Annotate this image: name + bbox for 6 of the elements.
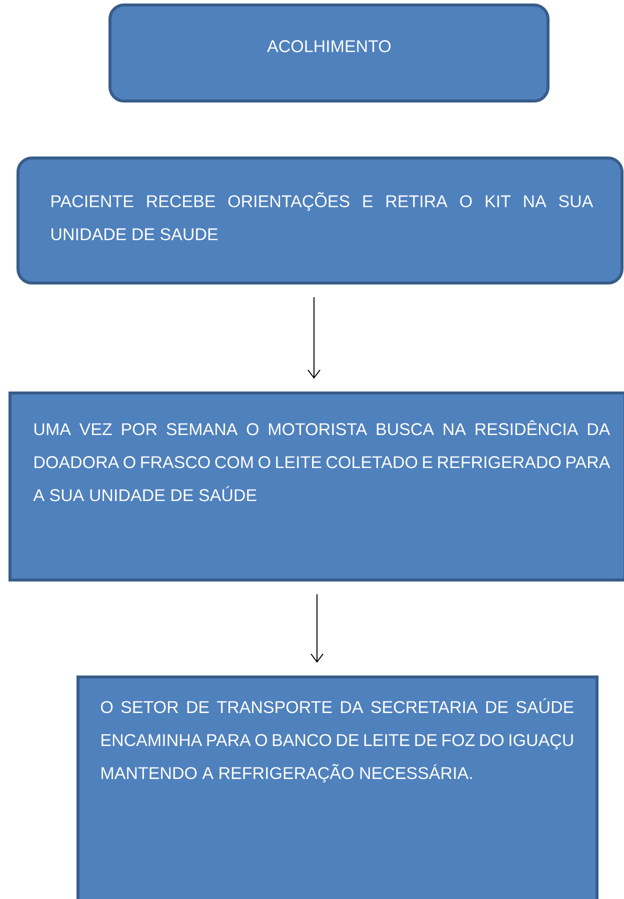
arrow <box>310 594 324 663</box>
process-box: O SETOR DE TRANSPORTE DA SECRETARIA DE SAÚDE ENCAMINHA PARA O BANCO DE LEITE DE FOZ DO IGUAÇU MANTENDO A REFRIGERAÇÃO NECESSÁRIA. <box>76 676 598 899</box>
arrow <box>308 296 320 379</box>
process-box: ACOLHIMENTO <box>108 4 550 102</box>
process-box: UMA VEZ POR SEMANA O MOTORISTA BUSCA NA RESIDÊNCIA DA DOADORA O FRASCO COM O LEITE COLETADO E REFRIGERADO PARA A SUA UNIDADE DE SAÚDE <box>8 392 624 582</box>
process-box: PACIENTE RECEBE ORIENTAÇÕES E RETIRA O KIT NA SUA UNIDADE DE SAUDE <box>16 156 624 284</box>
